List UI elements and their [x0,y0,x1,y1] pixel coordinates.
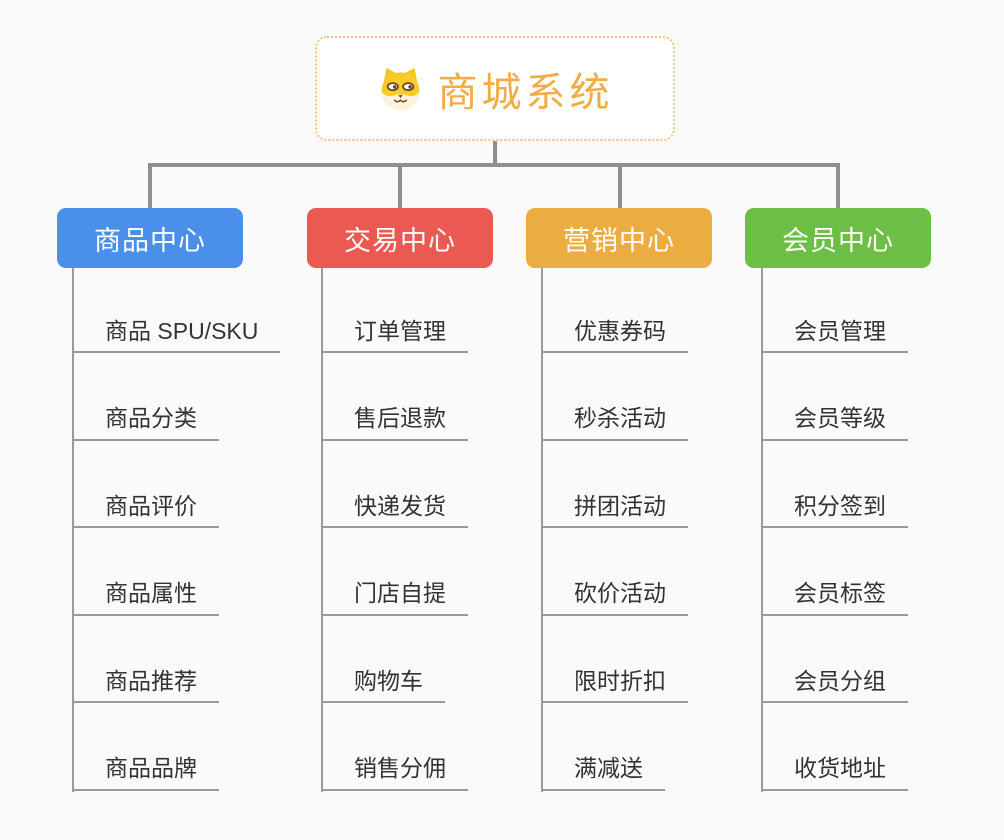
branch-box-member-center[interactable]: 会员中心 [745,208,931,268]
branch-box-marketing-center[interactable]: 营销中心 [526,208,712,268]
sub-item[interactable]: 秒杀活动 [541,405,688,441]
subtree-spine-product [72,268,74,792]
root-title: 商城系统 [437,70,614,115]
sub-item[interactable]: 积分签到 [761,493,908,529]
sub-item[interactable]: 优惠券码 [541,318,688,354]
sub-item[interactable]: 订单管理 [321,318,468,354]
sub-item[interactable]: 商品评价 [72,493,219,529]
branch-box-trade-center[interactable]: 交易中心 [307,208,493,268]
sub-item[interactable]: 砍价活动 [541,580,688,616]
connector-drop-trade [398,163,402,209]
connector-root-stub [493,141,497,167]
sub-item[interactable]: 会员标签 [761,580,908,616]
sub-item[interactable]: 销售分佣 [321,755,468,791]
dog-face-icon [380,67,420,111]
connector-drop-member [836,163,840,209]
item-column-trade-center: 订单管理 售后退款 快递发货 门店自提 购物车 销售分佣 [321,318,468,840]
subtree-spine-marketing [541,268,543,792]
sub-item[interactable]: 会员等级 [761,405,908,441]
branch-label: 商品中心 [94,225,206,256]
connector-drop-marketing [618,163,622,209]
sub-item[interactable]: 商品属性 [72,580,219,616]
sub-item[interactable]: 满减送 [541,755,665,791]
sub-item[interactable]: 商品品牌 [72,755,219,791]
branch-label: 交易中心 [344,225,456,256]
sub-item[interactable]: 拼团活动 [541,493,688,529]
sub-item[interactable]: 购物车 [321,668,445,704]
branch-label: 会员中心 [782,225,894,256]
item-column-member-center: 会员管理 会员等级 积分签到 会员标签 会员分组 收货地址 [761,318,908,840]
branch-label: 营销中心 [563,225,675,256]
root-node[interactable]: 商城系统 [315,36,675,141]
item-column-product-center: 商品 SPU/SKU 商品分类 商品评价 商品属性 商品推荐 商品品牌 [72,318,281,840]
item-column-marketing-center: 优惠券码 秒杀活动 拼团活动 砍价活动 限时折扣 满减送 [541,318,688,840]
sub-item[interactable]: 限时折扣 [541,668,688,704]
sub-item[interactable]: 收货地址 [761,755,908,791]
sub-item[interactable]: 商品 SPU/SKU [72,318,281,354]
sub-item[interactable]: 会员管理 [761,318,908,354]
sub-item[interactable]: 商品分类 [72,405,219,441]
sub-item[interactable]: 会员分组 [761,668,908,704]
sub-item[interactable]: 售后退款 [321,405,468,441]
sub-item[interactable]: 快递发货 [321,493,468,529]
branch-box-product-center[interactable]: 商品中心 [57,208,243,268]
connector-bus [148,163,840,167]
sub-item[interactable]: 商品推荐 [72,668,219,704]
sub-item[interactable]: 门店自提 [321,580,468,616]
connector-drop-product [148,163,152,209]
subtree-spine-trade [321,268,323,792]
subtree-spine-member [761,268,763,792]
